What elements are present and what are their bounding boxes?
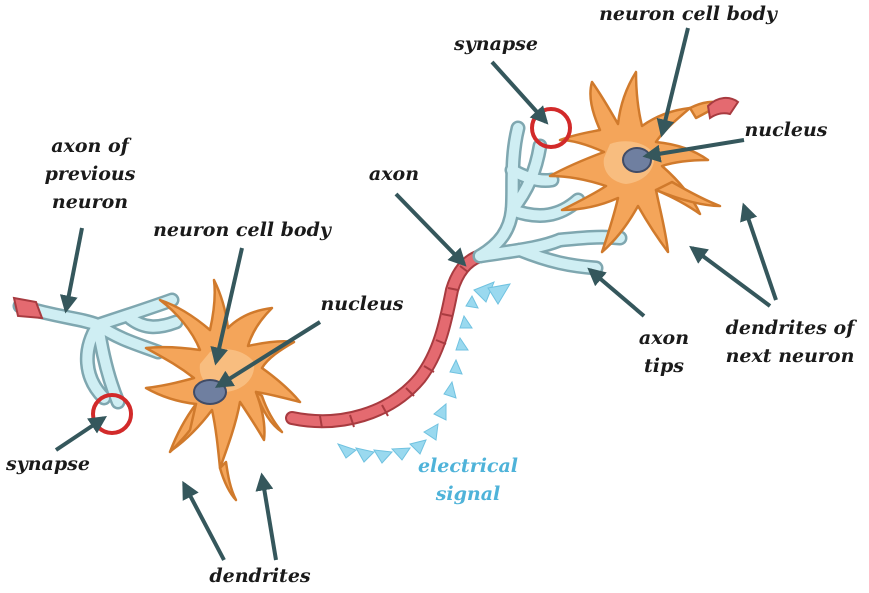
right-neuron-cell-body: [548, 70, 740, 254]
label-cell-body-right: neuron cell body: [599, 3, 779, 25]
left-neuron-cell-body: [144, 278, 302, 502]
axon-tips-branches: [472, 120, 628, 276]
pointer-synapse-left: [54, 416, 107, 452]
label-axon-prev-1: axon of: [51, 135, 131, 157]
label-nucleus-left: nucleus: [320, 293, 403, 315]
right-nucleus: [622, 147, 652, 173]
pointer-dendrites-next-1: [740, 202, 778, 301]
next-axon-segment: [706, 96, 740, 120]
pointer-axon: [394, 192, 467, 267]
label-synapse-right: synapse: [453, 33, 538, 55]
label-electrical-signal-2: signal: [435, 483, 501, 505]
pointer-nucleus-left: [214, 320, 322, 388]
electrical-signal-arrows: [336, 281, 511, 464]
previous-axon-segment: [12, 296, 44, 320]
label-dendrites: dendrites: [209, 565, 311, 587]
label-nucleus-right: nucleus: [744, 119, 827, 141]
pointer-axon-prev: [59, 227, 84, 314]
right-synapse-ring: [530, 107, 572, 149]
label-dendrites-next-2: next neuron: [726, 345, 855, 367]
label-synapse-left: synapse: [5, 453, 90, 475]
axon: [285, 249, 487, 429]
label-dendrites-next-1: dendrites of: [726, 317, 858, 339]
previous-axon-tips: [12, 292, 184, 410]
left-synapse-ring: [91, 393, 133, 435]
label-axon-prev-2: previous: [45, 163, 136, 185]
label-axon-prev-3: neuron: [52, 191, 128, 213]
pointer-arrows: [54, 27, 778, 561]
pointer-dendrites-2: [255, 472, 278, 561]
pointer-cell-body-right: [656, 27, 690, 138]
label-cell-body-left: neuron cell body: [153, 219, 333, 241]
label-axon-tips-2: tips: [644, 355, 684, 377]
pointer-axon-tips: [587, 267, 646, 318]
label-electrical-signal-1: electrical: [418, 455, 518, 477]
label-axon-tips-1: axon: [639, 327, 689, 349]
pointer-synapse-right: [490, 60, 549, 125]
pointer-dendrites-next-2: [689, 245, 772, 308]
pointer-nucleus-right: [642, 138, 745, 163]
pointer-cell-body-left: [210, 247, 244, 366]
pointer-dendrites-1: [182, 480, 226, 561]
label-axon: axon: [369, 163, 419, 185]
